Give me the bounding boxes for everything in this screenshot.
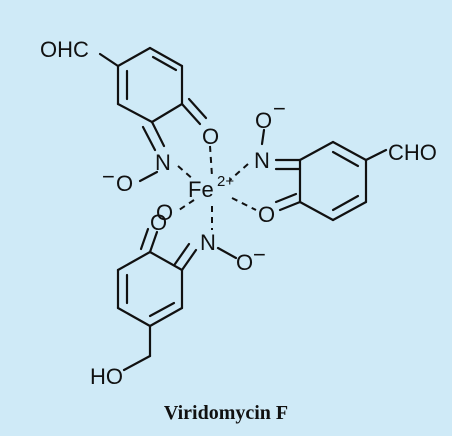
compound-name: Viridomycin F [163, 402, 289, 424]
ligand-right [260, 128, 388, 222]
coord-fe-n-right [229, 163, 249, 181]
bond-right-no [260, 128, 266, 146]
bond-top-ring-5 [116, 102, 154, 124]
ligand-top [98, 46, 208, 183]
label-n-right: N [254, 148, 270, 173]
label-fe-charge: 2+ [217, 173, 234, 190]
label-ho-bottom: HO [90, 364, 123, 389]
bond-bottom-co-2 [139, 227, 150, 251]
label-o-top-carbonyl: O [202, 124, 219, 149]
bond-top-cn-1 [150, 120, 166, 148]
ligand-bottom [116, 227, 238, 372]
chemical-structure: OHC O N − O Fe 2+ O − N CHO O O O N O − … [40, 37, 437, 389]
label-minus-right: − [273, 96, 286, 121]
bond-top-ring-2-inner [151, 55, 178, 72]
bond-right-co-2 [274, 192, 298, 204]
bond-top-cn-2 [141, 125, 157, 152]
bond-bottom-cn-1 [180, 248, 198, 272]
label-o-right-carbonyl: O [258, 202, 275, 227]
bond-top-ring-2 [148, 46, 184, 68]
bond-bottom-ring-3 [148, 306, 184, 328]
bond-top-ring-4 [150, 102, 184, 124]
bond-bottom-ring-4 [116, 306, 152, 328]
coord-fe-o-top [209, 145, 213, 177]
label-o-top-oxide: O [116, 171, 133, 196]
bond-bottom-ring-6 [116, 250, 152, 272]
bond-top-ring-1 [116, 46, 152, 68]
bond-top-no [138, 170, 159, 183]
label-n-top: N [155, 150, 171, 175]
coord-fe-o-right [231, 197, 257, 211]
coord-fe-n-top [177, 165, 195, 181]
bond-right-ring-3 [331, 200, 368, 222]
bond-bottom-ch2oh [122, 354, 152, 372]
bond-top-co-1 [180, 102, 202, 126]
bond-right-ring-2 [298, 200, 335, 222]
label-fe: Fe [188, 177, 214, 202]
label-o-bottom-carbonyl: O [150, 210, 167, 235]
bond-right-ring-3-inner [331, 194, 360, 212]
label-ohc-top: OHC [40, 37, 89, 62]
figure-panel: OHC O N − O Fe 2+ O − N CHO O O O N O − … [0, 0, 452, 436]
label-n-bottom: N [200, 230, 216, 255]
bond-bottom-ring-1 [148, 250, 184, 272]
bond-right-cho [364, 148, 388, 162]
bond-bottom-no [216, 246, 238, 260]
bond-right-ring-5-inner [331, 150, 360, 168]
label-cho-right: CHO [388, 140, 437, 165]
label-o-bottom-coord: O [156, 200, 173, 225]
bond-right-ring-5 [331, 140, 368, 162]
coordination-bonds [175, 145, 257, 230]
label-o-right-oxide: O [255, 108, 272, 133]
bond-bottom-co-1 [148, 230, 159, 254]
label-minus-bottom: − [253, 242, 266, 267]
bond-right-ring-6 [298, 140, 335, 162]
label-minus-top: − [102, 164, 115, 189]
bond-bottom-cn-2 [173, 242, 191, 266]
bond-top-co-2 [187, 97, 208, 120]
bond-top-cho [98, 52, 120, 68]
label-o-bottom-oxide: O [236, 250, 253, 275]
bond-bottom-ring-3-inner [148, 301, 176, 318]
bond-right-co-1 [278, 200, 302, 212]
coord-fe-o-bottom [175, 199, 195, 213]
